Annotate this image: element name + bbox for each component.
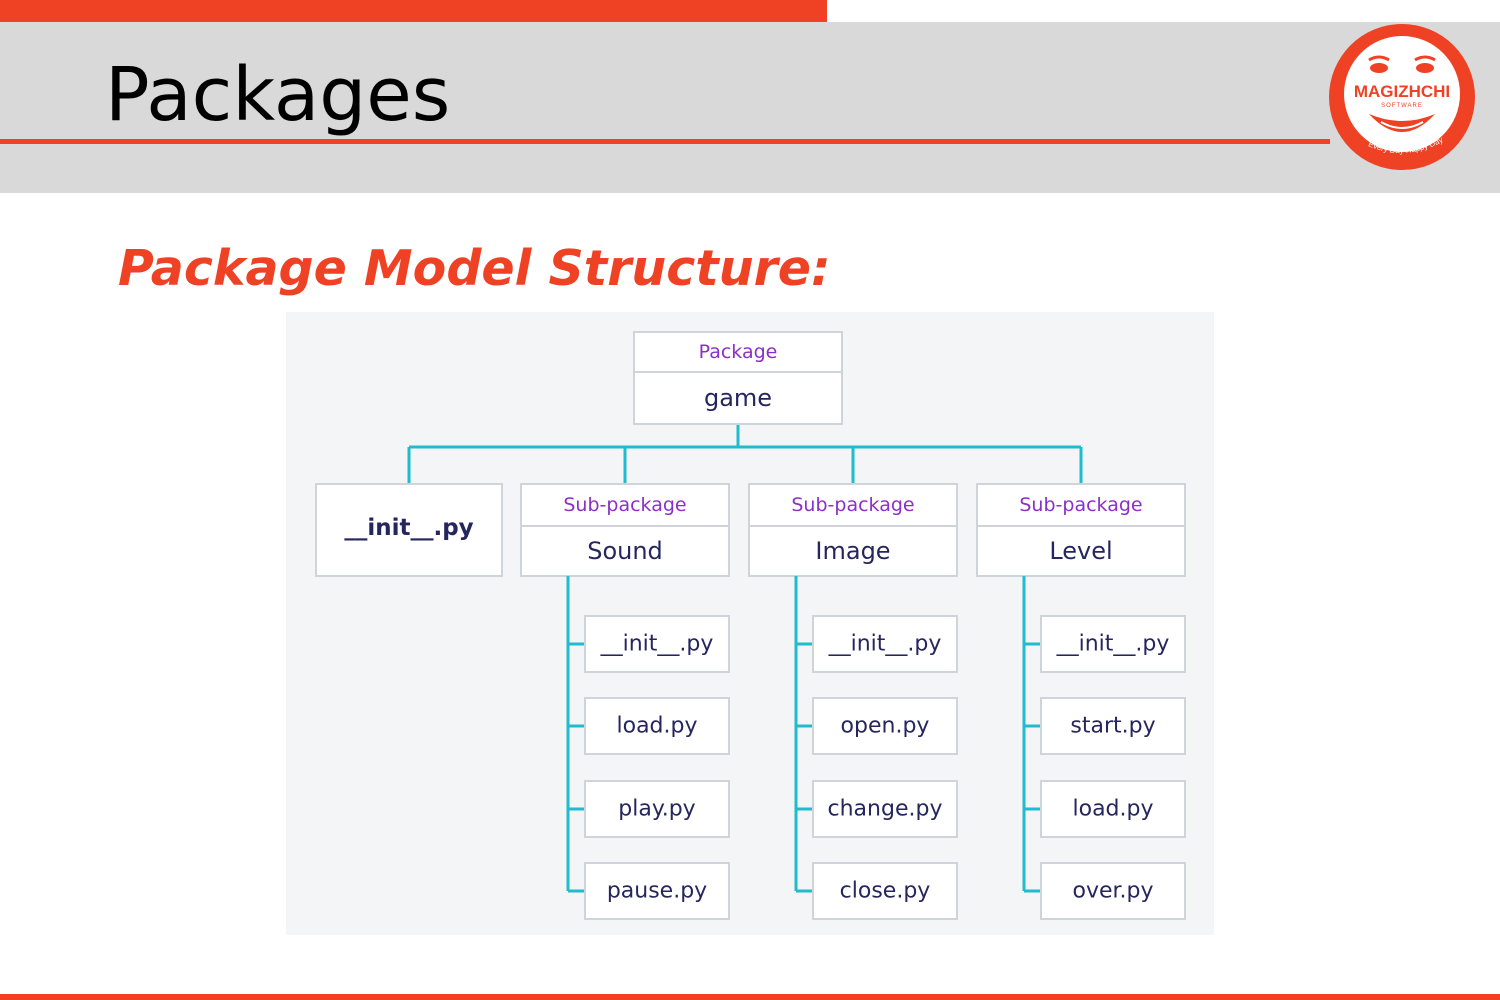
file-label: load.py (617, 714, 698, 739)
subpackage-tag: Sub-package (791, 494, 914, 516)
file-box (584, 615, 730, 673)
top-accent-bar (0, 0, 827, 22)
root-package-tag: Package (699, 341, 778, 363)
root-package-box (633, 331, 843, 425)
subpackage-box-level (976, 483, 1186, 577)
logo-sub-text: SOFTWARE (1381, 103, 1423, 109)
magizhchi-logo-icon: MAGIZHCHI SOFTWARE Every Day Happy Day (1329, 24, 1475, 170)
file-label: play.py (618, 797, 695, 822)
subpackage-box-sound (520, 483, 730, 577)
header-rule (0, 139, 1330, 144)
file-box (812, 862, 958, 920)
file-label: change.py (828, 797, 943, 822)
file-box (1040, 697, 1186, 755)
root-init-label: __init__.py (344, 515, 473, 541)
subpackage-name: Sound (587, 537, 663, 565)
file-box (584, 780, 730, 838)
file-label: start.py (1070, 714, 1155, 739)
subpackage-box-image (748, 483, 958, 577)
root-init-box (315, 483, 503, 577)
section-subtitle: Package Model Structure: (118, 240, 831, 297)
page-title: Packages (105, 52, 451, 138)
file-box (812, 697, 958, 755)
file-box (584, 697, 730, 755)
file-label: over.py (1072, 879, 1153, 904)
subpackage-tag: Sub-package (1019, 494, 1142, 516)
header-band (0, 22, 1500, 193)
subpackage-tag: Sub-package (563, 494, 686, 516)
file-label: open.py (841, 714, 930, 739)
file-box (1040, 615, 1186, 673)
file-label: __init__.py (600, 632, 714, 657)
file-box (1040, 780, 1186, 838)
bottom-rule (0, 994, 1500, 1000)
root-package-name: game (704, 384, 772, 412)
file-box (812, 615, 958, 673)
file-box (812, 780, 958, 838)
file-box (1040, 862, 1186, 920)
file-label: close.py (840, 879, 931, 904)
subpackage-name: Level (1049, 537, 1112, 565)
file-label: pause.py (607, 879, 707, 904)
file-label: load.py (1073, 797, 1154, 822)
logo-brand-text: MAGIZHCHI (1354, 82, 1450, 101)
file-label: __init__.py (1056, 632, 1170, 657)
file-label: __init__.py (828, 632, 942, 657)
file-box (584, 862, 730, 920)
subpackage-name: Image (815, 537, 890, 565)
